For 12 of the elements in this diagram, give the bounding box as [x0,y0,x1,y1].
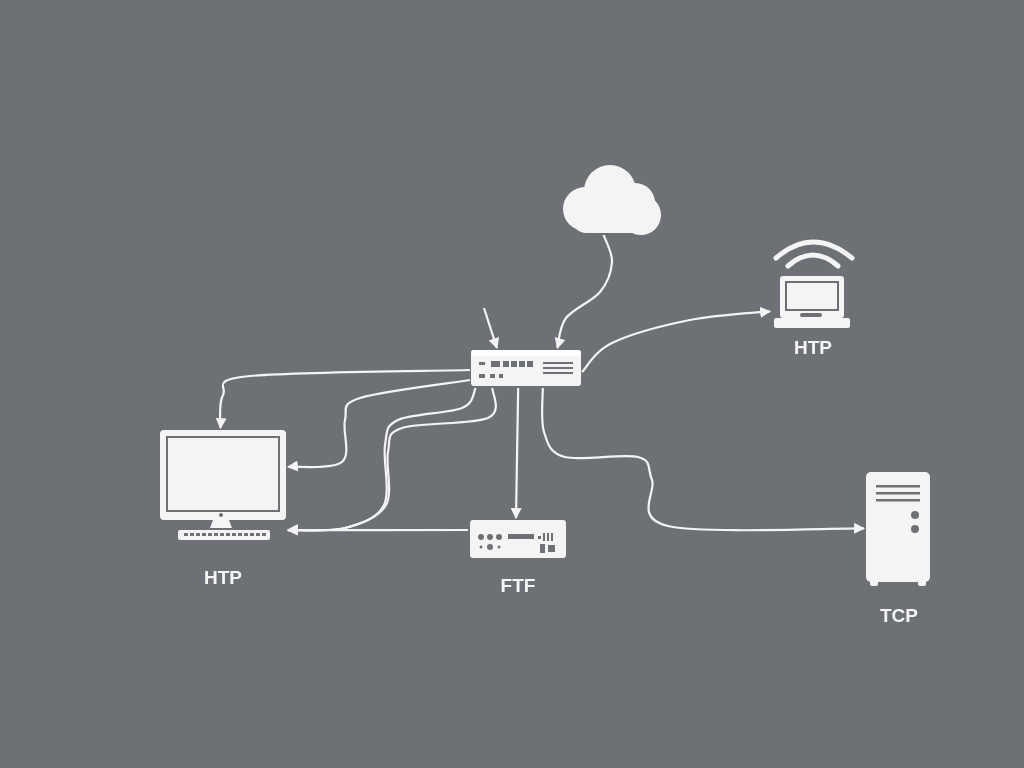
connector-arrow [540,388,866,534]
device-label: HTP [794,336,832,360]
connector-arrow [215,368,471,430]
device-label: HTP [204,566,242,590]
connector-arrow [482,307,500,350]
connector-arrow [510,388,522,520]
device-label: TCP [880,604,918,628]
device-label: FTF [500,574,536,598]
connector-arrow [286,378,471,472]
connector-arrow [554,234,614,350]
connector-arrow [286,524,468,536]
connector-arrow [581,306,772,373]
